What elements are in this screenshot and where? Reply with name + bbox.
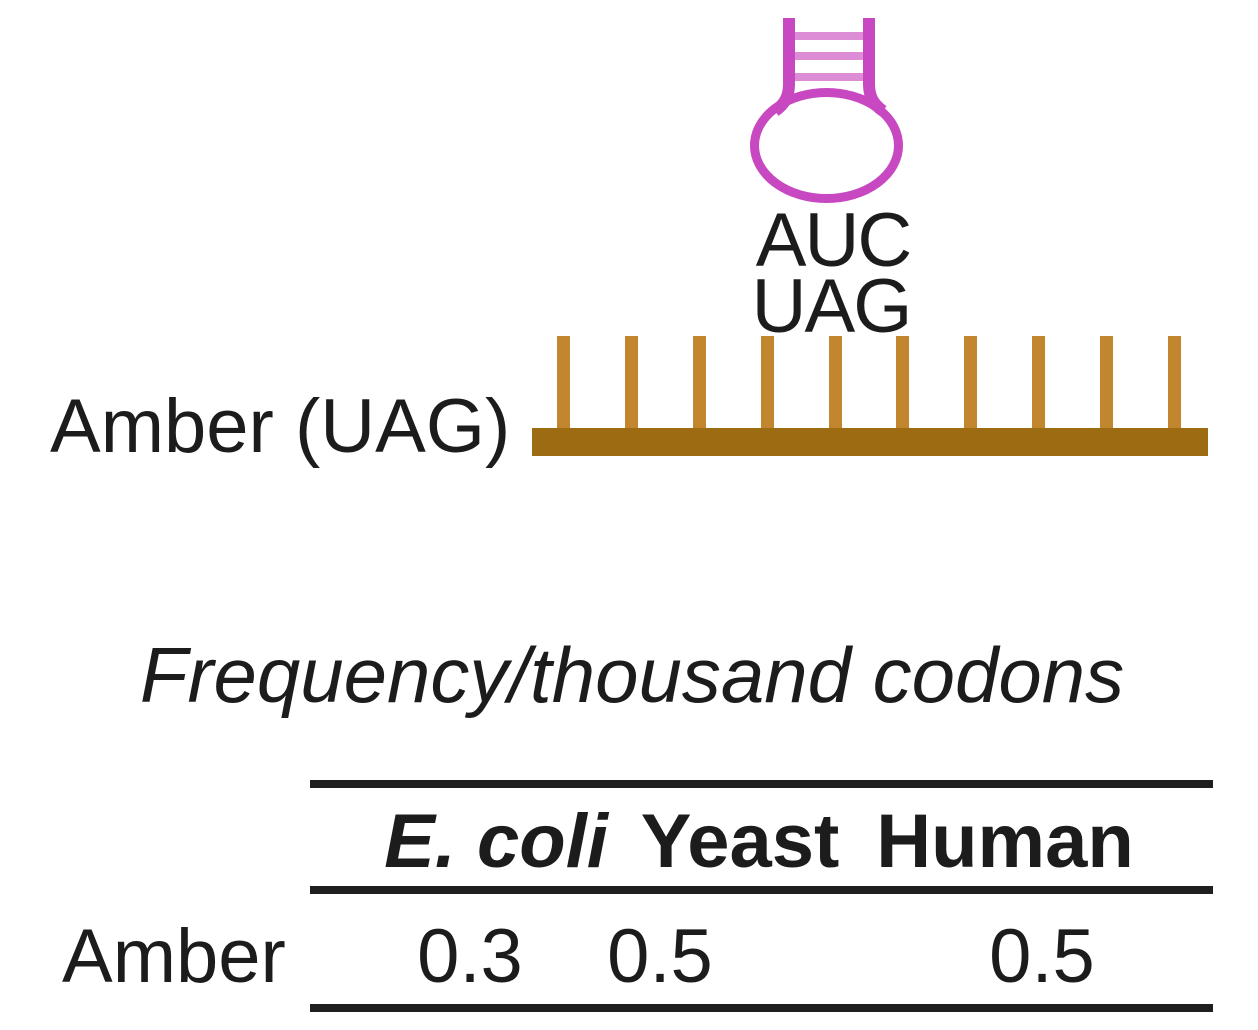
mrna-tick [760, 336, 774, 428]
table-title: Frequency/thousand codons [139, 631, 1125, 719]
mrna-tick [1100, 336, 1114, 428]
trna-stem-right-rail [863, 18, 887, 116]
mrna-tick [964, 336, 978, 428]
mrna-tick [624, 336, 638, 428]
anticodon-text: AUC [755, 198, 912, 283]
mrna-tick [828, 336, 842, 428]
cell-amber-ecoli: 0.3 [417, 914, 523, 999]
mrna-tick [1168, 336, 1182, 428]
mrna-label: Amber (UAG) [50, 384, 511, 469]
mrna-tick [557, 336, 570, 428]
trna-icon [750, 18, 903, 203]
trna-stem-rungs-icon [793, 32, 865, 81]
row-label-amber: Amber [62, 914, 286, 999]
trna-anticodon-loop [750, 88, 903, 203]
cell-amber-yeast: 0.5 [607, 914, 713, 999]
column-header-human: Human [876, 799, 1134, 884]
table-rule-bottom [310, 1004, 1213, 1012]
mrna-bar [532, 428, 1208, 456]
cell-amber-human: 0.5 [989, 914, 1095, 999]
column-header-ecoli: E. coli [384, 799, 608, 884]
table-rule-middle [310, 886, 1213, 894]
column-header-yeast: Yeast [640, 799, 840, 884]
mrna-tick [692, 336, 706, 428]
mrna-tick [896, 336, 910, 428]
codon-text: UAG [751, 264, 913, 349]
mrna-tick [1032, 336, 1046, 428]
mrna-ticks [557, 336, 1182, 428]
table-rule-top [310, 780, 1213, 788]
